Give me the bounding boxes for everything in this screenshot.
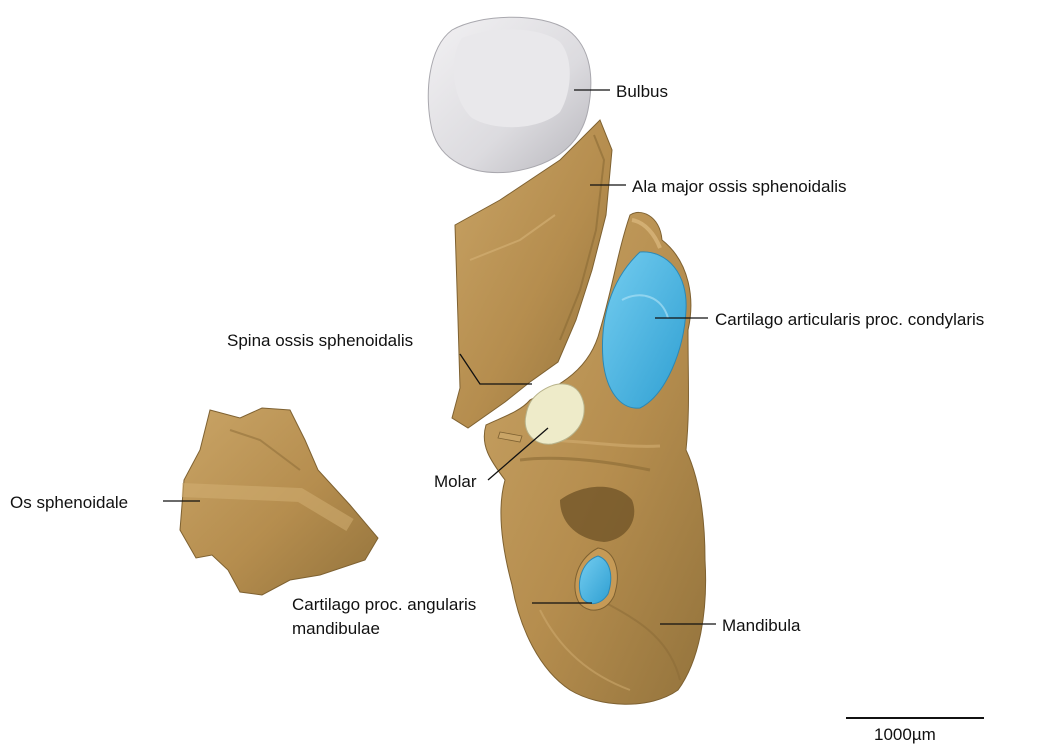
label-bulbus: Bulbus	[616, 82, 668, 101]
label-cartilago-articularis: Cartilago articularis proc. condylaris	[715, 310, 984, 329]
scale-bar-label: 1000µm	[874, 725, 936, 744]
label-ala-major: Ala major ossis sphenoidalis	[632, 177, 847, 196]
os-sphenoidale-shape	[180, 408, 378, 595]
label-cartilago-angularis-line1: Cartilago proc. angularis	[292, 595, 476, 614]
label-molar: Molar	[434, 472, 477, 491]
label-mandibula: Mandibula	[722, 616, 801, 635]
label-spina: Spina ossis sphenoidalis	[227, 331, 413, 350]
bulbus-shape	[428, 17, 591, 172]
scale-bar: 1000µm	[846, 718, 984, 744]
label-cartilago-angularis-line2: mandibulae	[292, 619, 380, 638]
label-os-sphenoidale: Os sphenoidale	[10, 493, 128, 512]
